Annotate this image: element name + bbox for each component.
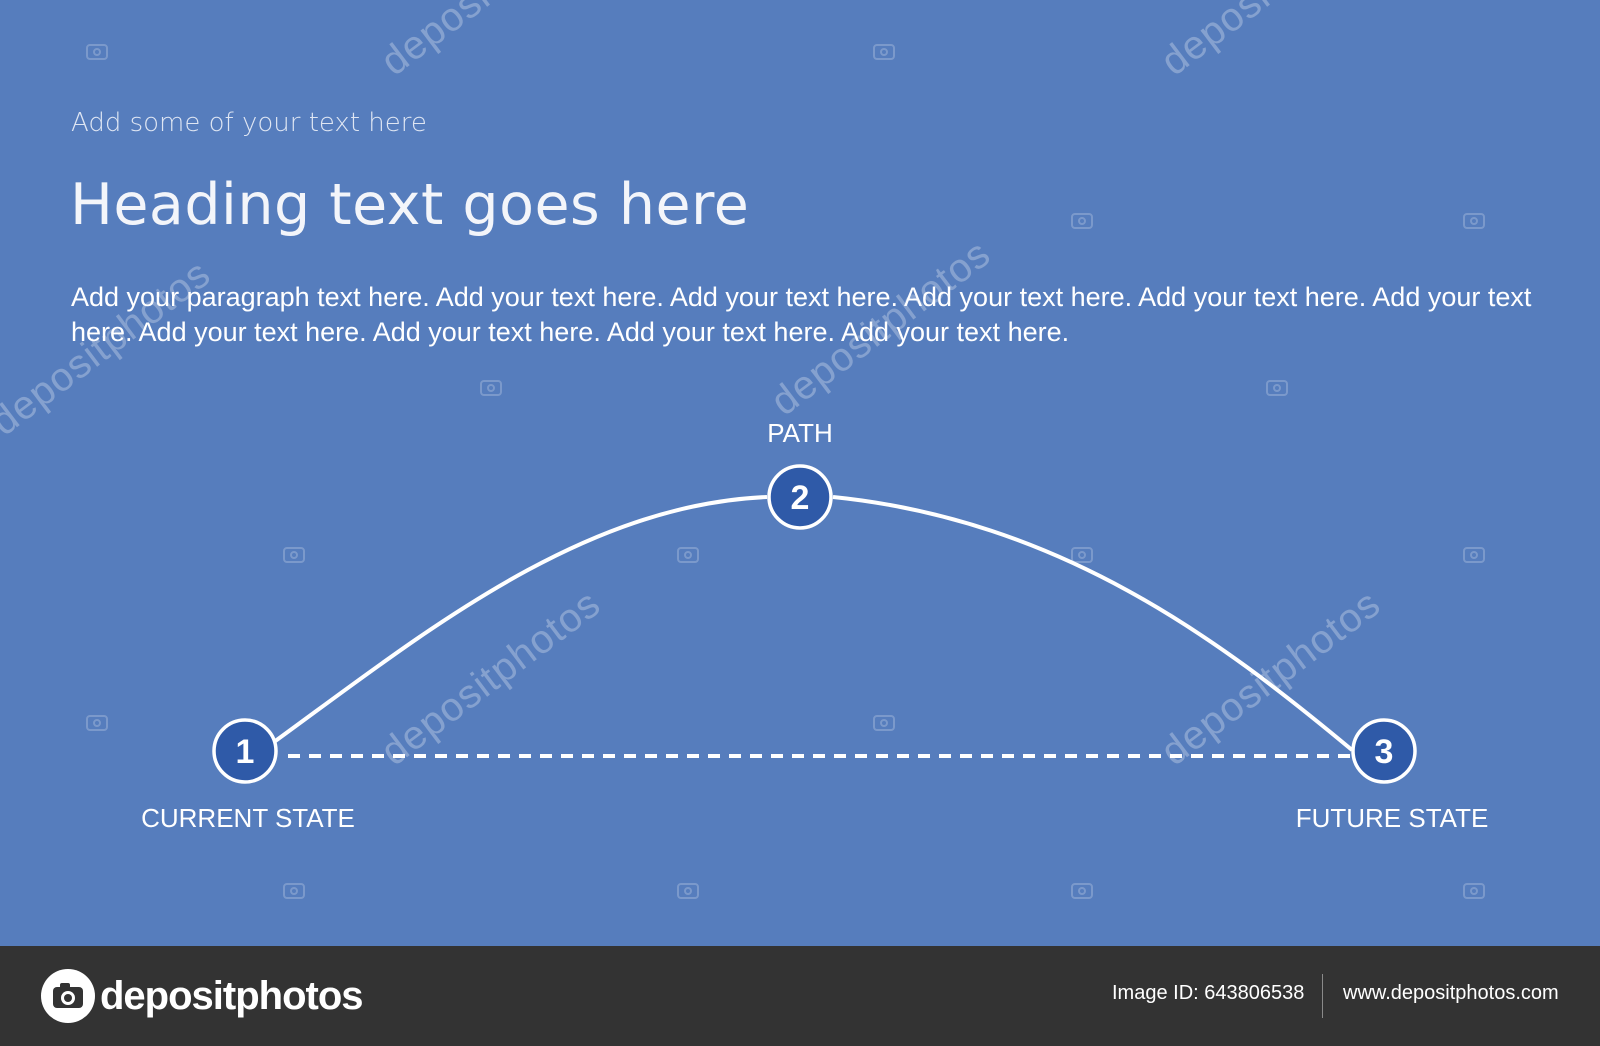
page-heading: Heading text goes here: [70, 172, 750, 238]
node-3-circle: [1351, 718, 1417, 784]
path-diagram: 1 2 3: [212, 464, 1417, 784]
node-1: 1: [212, 718, 278, 784]
camera-icon: [1463, 213, 1485, 229]
paragraph-text: Add your paragraph text here. Add your t…: [71, 282, 1532, 347]
camera-icon: [86, 44, 108, 60]
node-3-label: FUTURE STATE: [1295, 803, 1489, 833]
camera-icon: [480, 380, 502, 396]
node-1-number: 1: [236, 733, 255, 771]
camera-icon: [1071, 883, 1093, 899]
camera-icon: [1463, 547, 1485, 563]
camera-icon: [677, 547, 699, 563]
node-3-number: 3: [1375, 733, 1394, 771]
eyebrow-text: Add some of your text here: [71, 108, 427, 138]
node-1-circle: [212, 718, 278, 784]
camera-icon: [1071, 547, 1093, 563]
node-1-label: CURRENT STATE: [141, 803, 355, 833]
brand-logo-link[interactable]: depositphotos: [40, 967, 364, 1025]
node-2-circle: [767, 464, 833, 530]
arc-path-1-2: [272, 495, 768, 744]
brand-name: depositphotos: [100, 973, 364, 1018]
camera-icon: [873, 44, 895, 60]
node-2-number: 2: [791, 479, 810, 517]
node-2: 2: [767, 464, 833, 530]
camera-icon: [283, 547, 305, 563]
camera-icon: [86, 715, 108, 731]
image-id-text: Image ID: 643806538: [1112, 982, 1305, 1004]
camera-icon: [873, 715, 895, 731]
camera-logo-icon: [41, 969, 95, 1023]
slide: Add some of your text here Heading text …: [0, 0, 1532, 899]
camera-icon: [1463, 883, 1485, 899]
node-2-label: PATH: [767, 418, 833, 448]
camera-icon: [1266, 380, 1288, 396]
camera-icon: [1071, 213, 1093, 229]
site-url-link[interactable]: www.depositphotos.com: [1343, 982, 1559, 1004]
footer-bar: depositphotos Image ID: 643806538 www.de…: [0, 946, 1600, 1046]
arc-path-2-3: [832, 495, 1354, 752]
node-3: 3: [1351, 718, 1417, 784]
camera-icon: [283, 883, 305, 899]
footer-divider: [1322, 974, 1323, 1018]
camera-icon: [677, 883, 699, 899]
